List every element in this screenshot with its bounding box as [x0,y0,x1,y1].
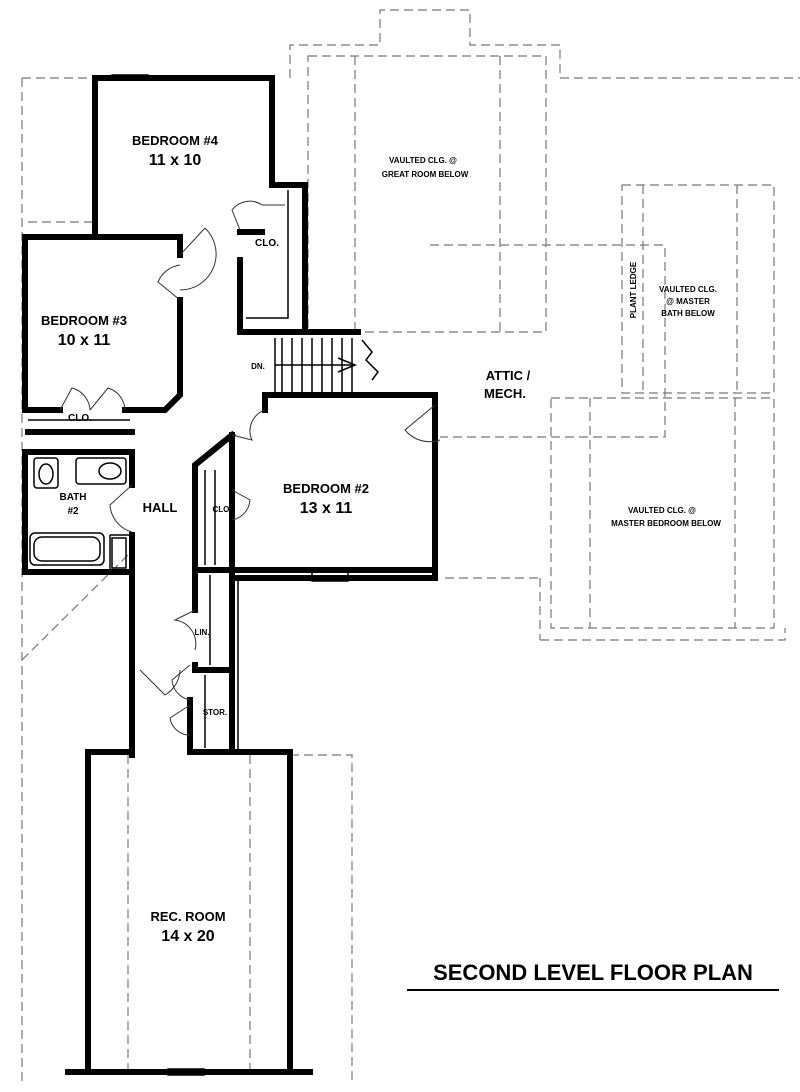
bedroom4-size: 11 x 10 [149,152,202,169]
plant-ledge-note: PLANT LEDGE [629,261,638,318]
vanity-icon [33,457,59,489]
bedroom3-closet-label: CLO. [68,413,92,424]
great-room-note-1: VAULTED CLG. @ [389,156,457,165]
plan-title: SECOND LEVEL FLOOR PLAN [407,960,779,991]
bedroom4-closet-label: CLO. [255,238,279,249]
walls [22,75,438,1075]
hall-label: HALL [143,500,178,515]
bedroom3-size: 10 x 11 [58,332,111,349]
rec-room-size: 14 x 20 [161,928,214,945]
master-bath-note-3: BATH BELOW [661,309,715,318]
bedroom2-closet-label: CLO. [212,505,231,514]
master-bath-note-1: VAULTED CLG. [659,285,717,294]
bedroom2-name: BEDROOM #2 [283,481,369,496]
master-bed-note-2: MASTER BEDROOM BELOW [611,519,721,528]
bath-number: #2 [67,506,79,517]
stairs [274,338,379,392]
details [28,74,349,1076]
storage-label: STOR. [203,708,227,717]
rec-room-name: REC. ROOM [150,909,225,924]
bedroom4-name: BEDROOM #4 [132,133,219,148]
doors [59,200,441,736]
attic-label-1: ATTIC / [486,368,531,383]
bathtub-icon [29,532,105,566]
room-labels: BEDROOM #4 11 x 10 BEDROOM #3 10 x 11 BE… [41,133,531,945]
attic-label-2: MECH. [484,386,526,401]
title-text: SECOND LEVEL FLOOR PLAN [433,960,753,985]
ceiling-notes: VAULTED CLG. @ GREAT ROOM BELOW VAULTED … [382,156,722,528]
stairs-down-label: DN. [251,362,265,371]
stair-arrow-icon [337,357,357,373]
bedroom3-name: BEDROOM #3 [41,313,127,328]
bath-fixtures [29,457,127,569]
bath-name: BATH [59,492,86,503]
dashed-outlines [21,9,800,1085]
toilet-icon [111,537,127,569]
bedroom2-size: 13 x 11 [300,500,353,517]
master-bed-note-1: VAULTED CLG. @ [628,506,696,515]
master-bath-note-2: @ MASTER [666,297,710,306]
sink-icon [75,457,127,485]
linen-label: LIN. [194,628,209,637]
great-room-note-2: GREAT ROOM BELOW [382,170,469,179]
